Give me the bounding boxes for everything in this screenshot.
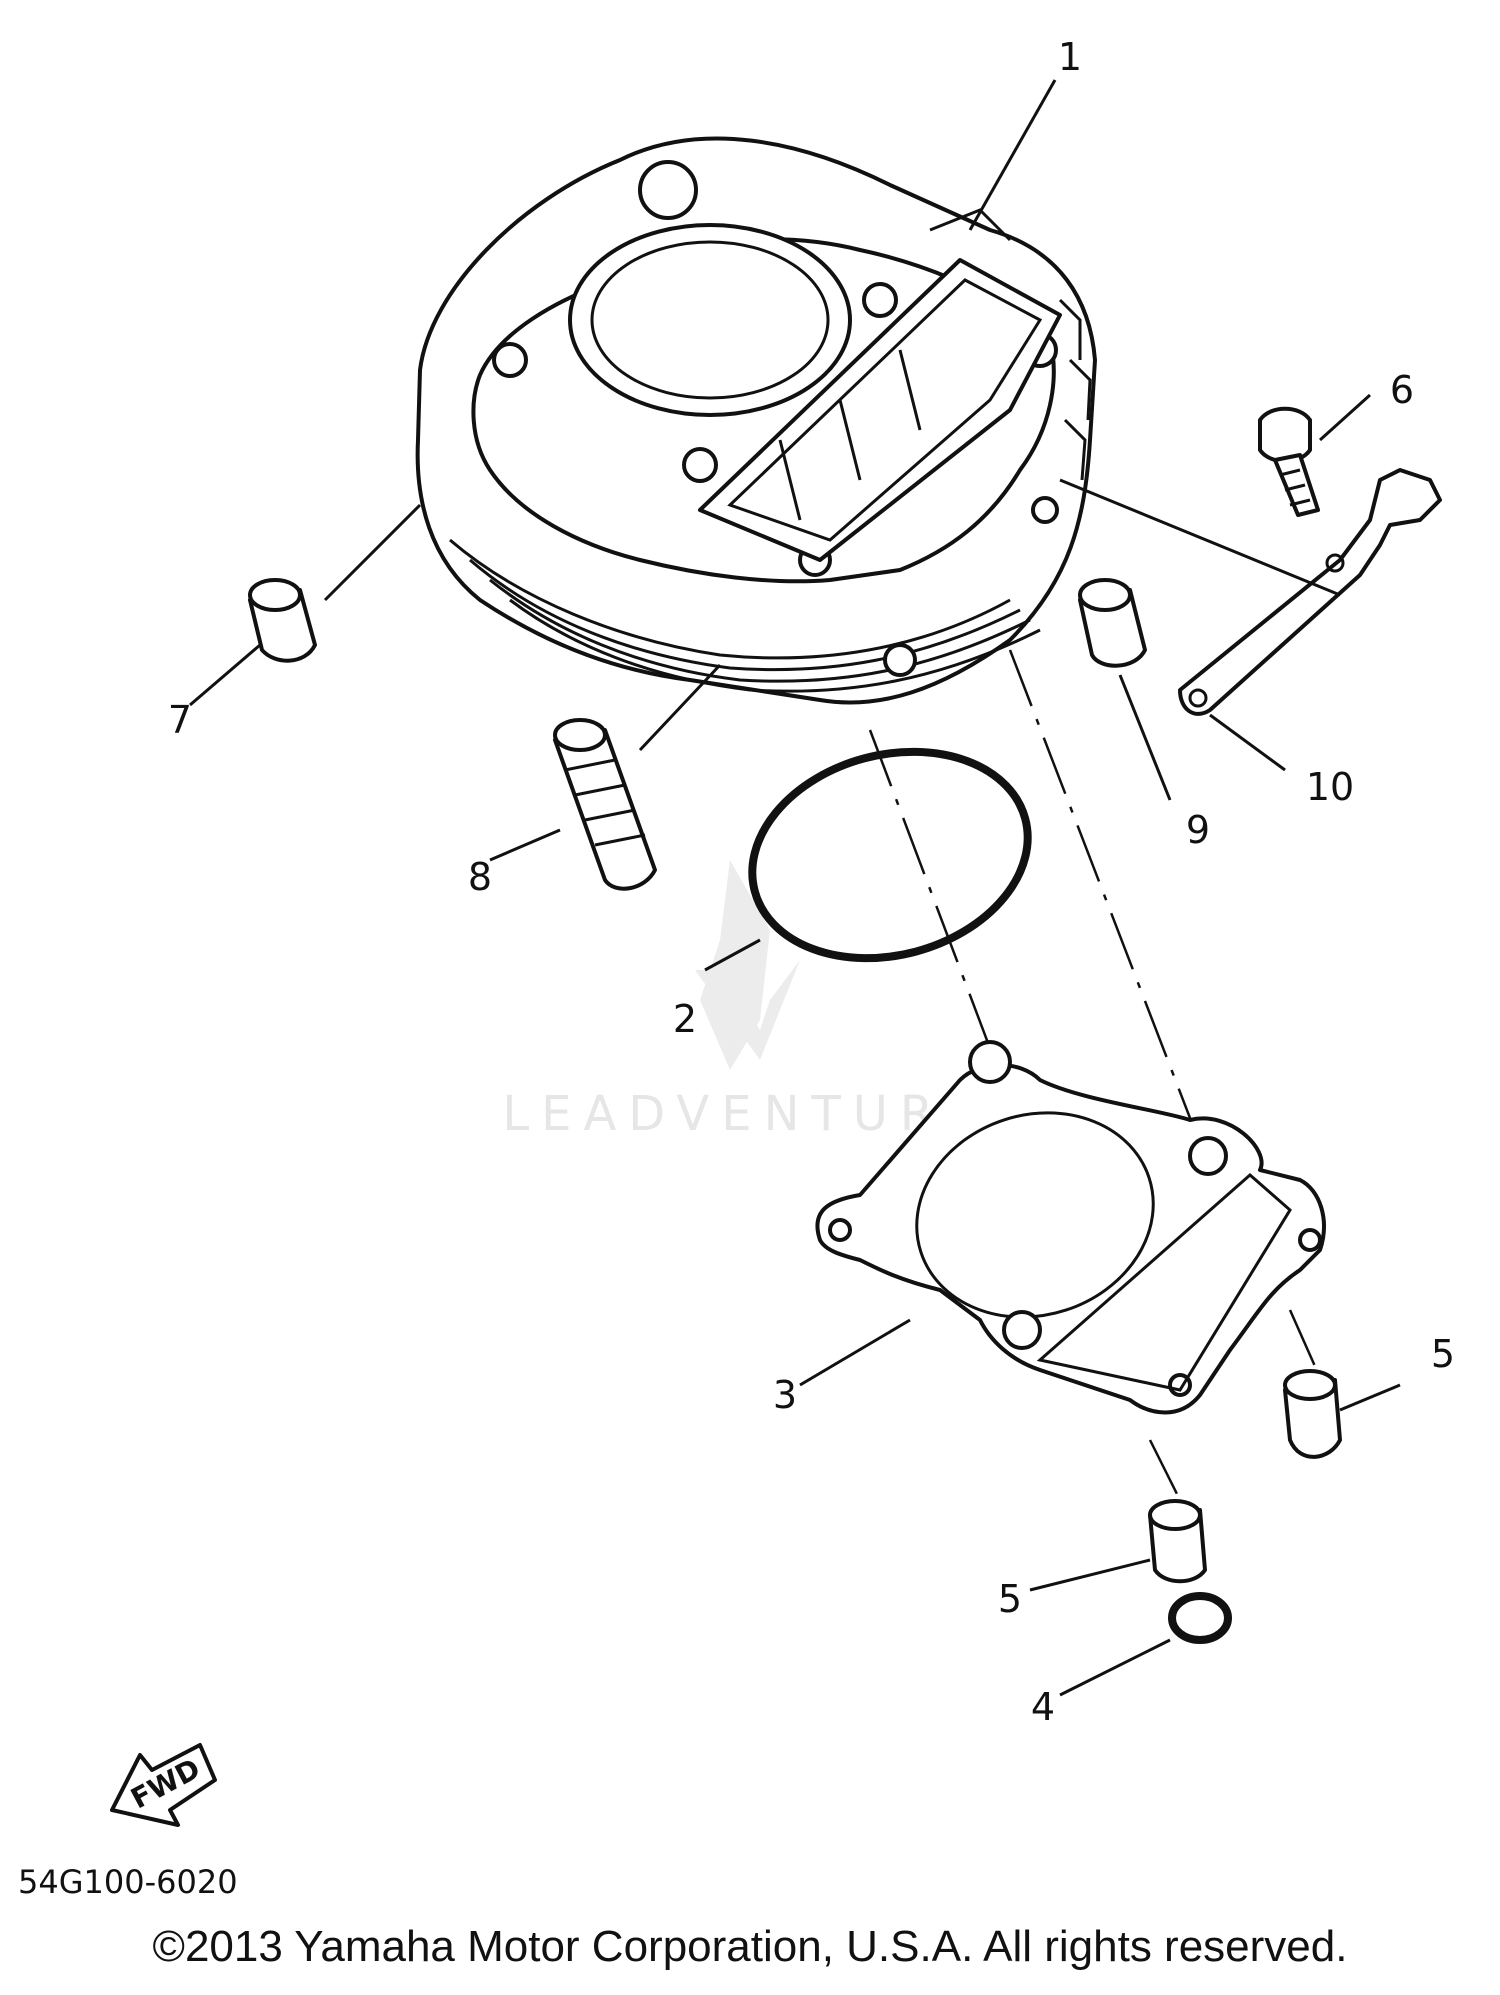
callout-5b: 5 (998, 1577, 1022, 1621)
dowel-pin-part-5a (1283, 1369, 1342, 1459)
fwd-arrow-icon: FWD (110, 1743, 217, 1827)
callout-4: 4 (1031, 1685, 1055, 1729)
callout-1: 1 (1058, 35, 1082, 79)
stud-bolt-part (553, 718, 657, 891)
dowel-pin-part-5b (1148, 1499, 1207, 1584)
cylinder-part (415, 136, 1097, 705)
callout-2: 2 (673, 997, 697, 1041)
copyright-notice: ©2013 Yamaha Motor Corporation, U.S.A. A… (152, 1922, 1348, 1971)
callout-8: 8 (468, 855, 492, 899)
diagram-code: 54G100-6020 (18, 1863, 238, 1901)
small-o-ring-part (1168, 1592, 1232, 1644)
leader-lines (189, 79, 1401, 1697)
dowel-pin-part-7 (248, 578, 317, 663)
callout-7: 7 (168, 698, 192, 742)
watermark-text: LEADVENTURE (502, 1086, 987, 1142)
bracket-part (1178, 468, 1442, 716)
cylinder-gasket-part (815, 1040, 1326, 1415)
callout-9: 9 (1186, 808, 1210, 852)
callout-3: 3 (773, 1373, 797, 1417)
callout-6: 6 (1390, 368, 1414, 412)
callout-10: 10 (1306, 765, 1354, 809)
watermark: LEADVENTURE (502, 860, 987, 1142)
callout-labels: 1 2 3 4 5 5 6 7 8 9 10 (168, 35, 1455, 1729)
bolt-part (1258, 406, 1320, 517)
dowel-pin-part-9 (1078, 578, 1147, 668)
o-ring-part (748, 747, 1032, 963)
callout-5a: 5 (1431, 1332, 1455, 1376)
